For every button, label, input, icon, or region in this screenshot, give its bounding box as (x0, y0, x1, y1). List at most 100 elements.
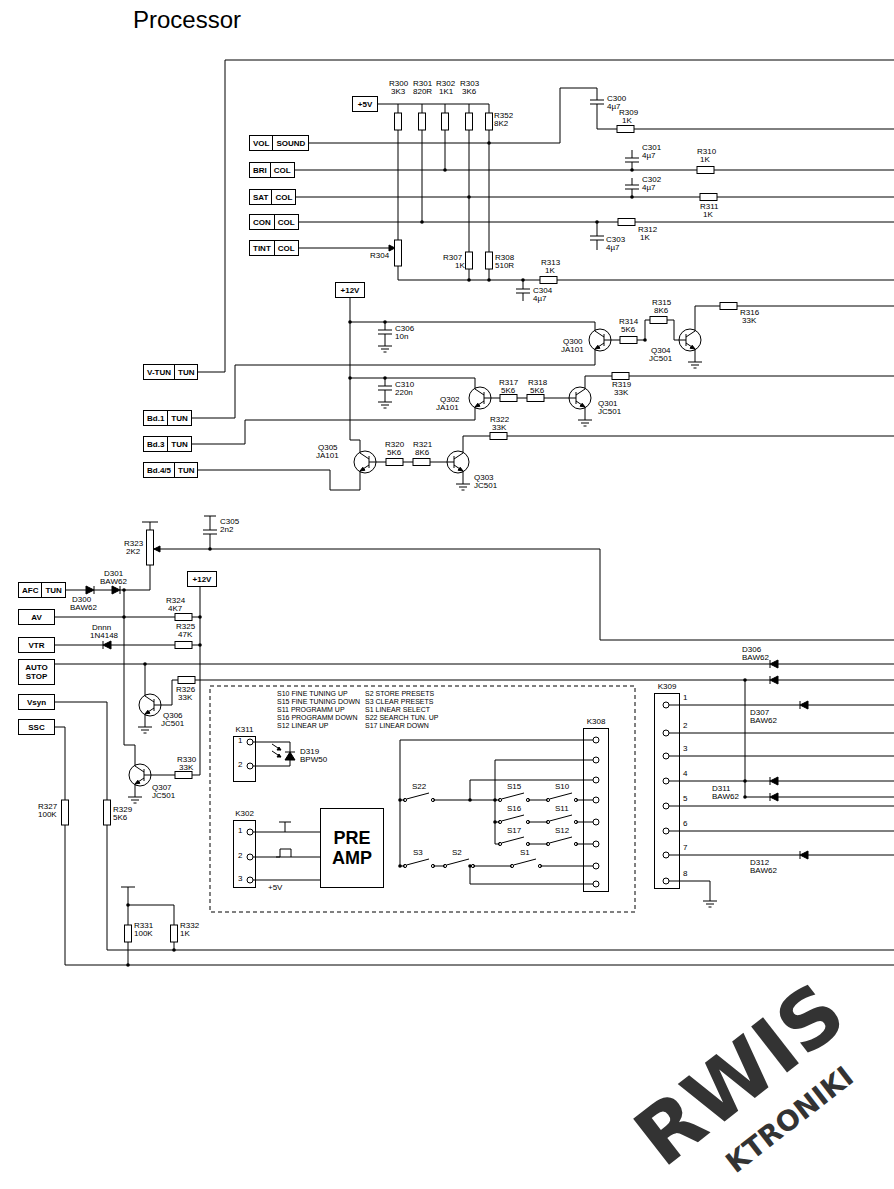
component-label: 47K (178, 631, 192, 639)
component-label: 220n (395, 389, 413, 397)
schematic-wiring (498, 815, 529, 824)
resistor-symbol (395, 113, 718, 284)
signal-terminal-box: VOLSOUND (249, 135, 309, 151)
component-label: C305 (220, 518, 239, 526)
component-label: R323 (124, 540, 143, 548)
component-label: 5K6 (530, 387, 544, 395)
signal-terminal-box: +12V (335, 282, 365, 298)
resistor-symbol (700, 194, 717, 201)
junction-dot (198, 643, 202, 647)
component-label: R304 (370, 252, 389, 260)
schematic-wiring (770, 777, 778, 785)
component-label: JA101 (436, 404, 459, 412)
component-label: 510R (495, 262, 514, 270)
connector-pin (663, 753, 669, 759)
connector-pin (247, 739, 253, 745)
wire (495, 844, 593, 845)
wire (290, 150, 894, 170)
wire (180, 470, 360, 490)
signal-terminal-box: Bd.3TUN (143, 436, 192, 452)
schematic-wiring (564, 382, 591, 414)
signal-terminal-box: BRICOL (249, 162, 295, 178)
signal-terminal-box: VTR (18, 637, 55, 653)
component-label: D300 (72, 596, 91, 604)
wire (398, 280, 894, 281)
wire (180, 60, 894, 372)
wire (350, 290, 360, 446)
wire (276, 849, 291, 857)
wire (378, 322, 392, 340)
component-label: 5K6 (387, 449, 401, 457)
connector-name: K308 (574, 718, 618, 726)
component-label: C300 (607, 95, 626, 103)
wire (203, 516, 217, 549)
photodiode-symbol (285, 752, 295, 760)
junction-dot (122, 615, 126, 619)
connector-pin (663, 778, 669, 784)
light-arrow (277, 747, 281, 757)
component-label: 1N4148 (90, 632, 118, 640)
component-label: R316 (740, 309, 759, 317)
junction-dot (348, 320, 352, 324)
connector-pin (593, 819, 599, 825)
wire (180, 60, 894, 372)
component-label: C302 (642, 176, 661, 184)
component-label: Q300 (563, 338, 583, 346)
wire (50, 702, 894, 950)
wire (669, 705, 894, 706)
connector-pin (247, 763, 253, 769)
connector-pin (663, 828, 669, 834)
junction-dot (467, 195, 471, 199)
terminal-text: AUTO STOP (19, 663, 54, 681)
resistor-symbol (612, 373, 629, 380)
component-label: 2 (683, 722, 687, 730)
component-label: R311 (700, 203, 719, 211)
component-label: 820R (413, 88, 432, 96)
wire (50, 516, 894, 965)
resistor-symbol (527, 395, 544, 402)
component-label: R331 (134, 922, 153, 930)
wire (585, 376, 894, 382)
component-label: S15 (507, 783, 521, 791)
component-label: 33K (742, 317, 756, 325)
component-label: JC501 (474, 482, 497, 490)
junction-dot (126, 963, 130, 967)
terminal-text: BRI (250, 163, 270, 177)
wire (142, 522, 158, 530)
terminal-text: +12V (190, 575, 215, 584)
component-label: 33K (492, 424, 506, 432)
connector-block: K302 (233, 820, 256, 888)
wire (290, 178, 894, 197)
schematic-wiring (703, 895, 717, 907)
connector-pin (247, 829, 253, 835)
component-label: 1K (180, 930, 190, 938)
connector-pin (593, 863, 599, 869)
component-label: R327 (38, 803, 57, 811)
junction-dot (595, 220, 599, 224)
component-label: D306 (742, 646, 761, 654)
component-label: R308 (495, 254, 514, 262)
component-label: +5V (268, 884, 282, 892)
resistor-symbol (386, 459, 403, 466)
terminal-text: +5V (355, 100, 375, 109)
resistor-symbol (395, 240, 402, 266)
schematic-wiring (800, 701, 808, 709)
component-label: S16 (507, 805, 521, 813)
schematic-wiring (139, 689, 166, 721)
component-label: 1 (238, 827, 242, 835)
component-label: C304 (533, 287, 552, 295)
component-label: R312 (638, 226, 657, 234)
wire (279, 822, 291, 832)
resistor-symbol (618, 219, 635, 226)
schematic-wiring (770, 676, 778, 684)
component-label: Q305 (318, 444, 338, 452)
wire (272, 744, 281, 757)
component-label: D312 (750, 859, 769, 867)
junction-dot (172, 948, 176, 952)
switch-legend-note: S2 STORE PRESETS (365, 690, 434, 698)
component-label: Q302 (440, 396, 460, 404)
component-label: 1K (703, 211, 713, 219)
terminal-text: Vsyn (24, 698, 49, 707)
terminal-text: VOL (250, 136, 272, 150)
schematic-wiring (443, 859, 474, 868)
